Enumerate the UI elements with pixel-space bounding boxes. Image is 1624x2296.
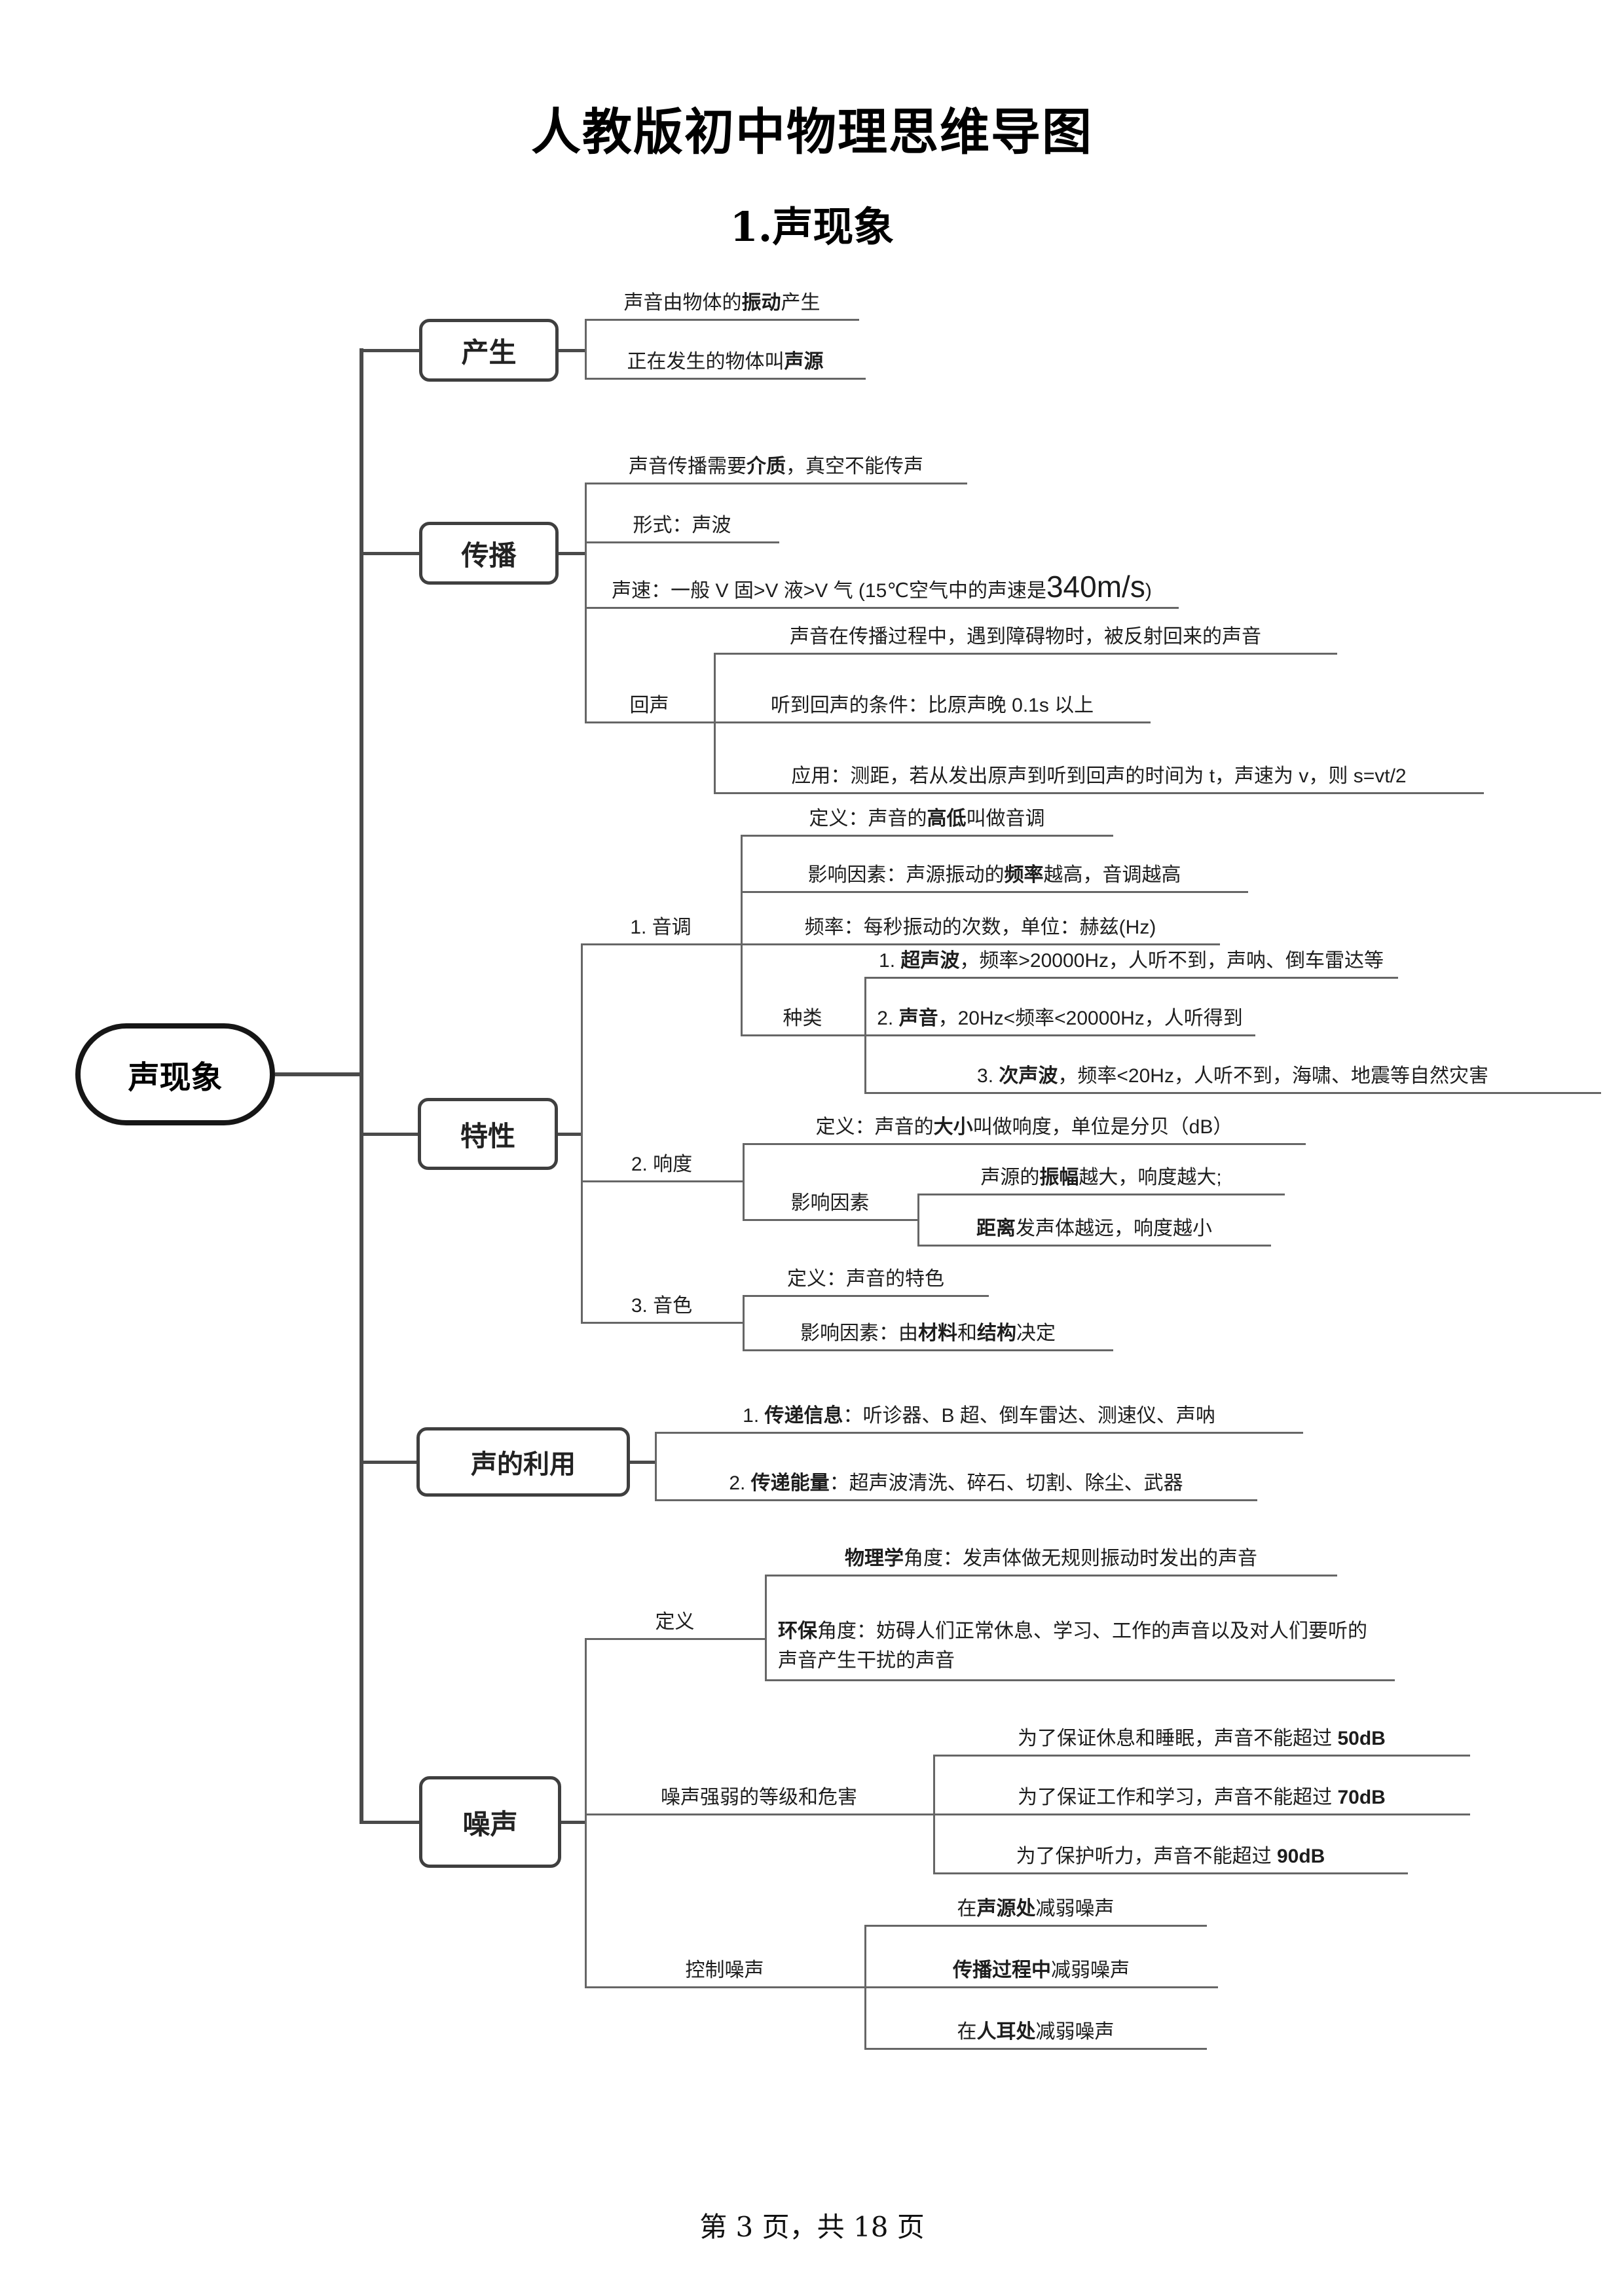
topic-timbre-definition: 定义：声音的特色 [743,1263,989,1297]
topic-90db: 为了保护听力，声音不能超过 90dB [933,1840,1408,1874]
bracket-line [743,1145,745,1221]
spine-line [360,348,363,1824]
bracket-line [933,1757,935,1874]
topic-echo-application: 应用：测距，若从发出原声到听到回声的时间为 t，声速为 v，则 s=vt/2 [714,760,1484,794]
topic-sound-source: 正在发生的物体叫声源 [585,346,866,380]
topic-pitch-definition: 定义：声音的高低叫做音调 [741,803,1113,837]
connector-line [361,1461,416,1464]
topic-infrasound: 3. 次声波，频率<20Hz，人听不到，海啸、地震等自然灾害 [864,1060,1601,1094]
topic-energy-transfer: 2. 传递能量：超声波清洗、碎石、切割、除尘、武器 [655,1467,1257,1501]
bracket-line [765,1576,767,1681]
topic-vibration: 声音由物体的振动产生 [585,287,859,321]
topic-noise-physics: 物理学角度：发声体做无规则振动时发出的声音 [765,1542,1337,1576]
topic-70db: 为了保证工作和学习，声音不能超过 70dB [933,1781,1470,1815]
page-footer: 第 3 页，共 18 页 [699,2211,925,2243]
bracket-line [864,979,866,1094]
topic-loudness-definition: 定义：声音的大小叫做响度，单位是分贝（dB） [743,1111,1306,1145]
label-loudness: 2. 响度 [581,1148,743,1182]
topic-frequency: 频率：每秒振动的次数，单位：赫兹(Hz) [741,911,1220,945]
label-echo: 回声 [585,689,714,723]
label-noise-control: 控制噪声 [585,1954,864,1988]
page-subtitle: 1.声现象 [729,203,895,251]
topic-info-transfer: 1. 传递信息：听诊器、B 超、倒车雷达、测速仪、声呐 [655,1400,1303,1434]
label-loudness-factors: 影响因素 [743,1187,917,1221]
topic-amplitude: 声源的振幅越大，响度越大; [917,1161,1285,1195]
branch-box-characteristics: 特性 [418,1098,558,1170]
topic-noise-environment: 环保角度：妨碍人们正常休息、学习、工作的声音以及对人们要听的声音产生干扰的声音 [765,1604,1395,1681]
stub-line [561,1821,585,1824]
topic-ultrasound: 1. 超声波，频率>20000Hz，人听不到，声呐、倒车雷达等 [864,945,1398,979]
bracket-line [741,837,743,1036]
label-timbre: 3. 音色 [581,1290,743,1324]
topic-wave-form: 形式：声波 [585,509,779,543]
topic-echo-condition: 听到回声的条件：比原声晚 0.1s 以上 [714,689,1151,723]
branch-box-propagation: 传播 [419,522,559,585]
root-node: 声现象 [75,1023,275,1125]
topic-50db: 为了保证休息和睡眠，声音不能超过 50dB [933,1722,1470,1757]
topic-timbre-factor: 影响因素：由材料和结构决定 [743,1317,1113,1351]
stub-line [559,349,585,352]
branch-box-noise: 噪声 [419,1776,561,1868]
page-title: 人教版初中物理思维导图 [531,103,1093,161]
stub-line [559,552,585,555]
connector-line [361,349,419,352]
bracket-line [917,1195,919,1247]
topic-distance: 距离发声体越远，响度越小 [917,1212,1271,1247]
bracket-line [743,1297,745,1351]
bracket-line [585,484,587,723]
topic-control-at-ear: 在人耳处减弱噪声 [864,2016,1207,2050]
root-connector-line [275,1072,361,1076]
connector-line [361,1821,419,1824]
bracket-line [585,321,587,380]
stub-line [630,1461,655,1464]
connector-line [361,552,419,555]
branch-box-production: 产生 [419,319,559,382]
bracket-line [864,1927,866,2050]
topic-medium: 声音传播需要介质，真空不能传声 [585,450,967,484]
label-wave-types: 种类 [741,1002,864,1036]
bracket-line [655,1434,657,1501]
stub-line [558,1133,581,1136]
topic-echo-definition: 声音在传播过程中，遇到障碍物时，被反射回来的声音 [714,621,1337,655]
topic-audible-sound: 2. 声音，20Hz<频率<20000Hz，人听得到 [864,1002,1255,1036]
topic-pitch-factor: 影响因素：声源振动的频率越高，音调越高 [741,859,1248,893]
label-noise-levels: 噪声强弱的等级和危害 [585,1781,933,1815]
label-noise-definition: 定义 [585,1606,765,1640]
branch-box-sound-usage: 声的利用 [416,1427,630,1497]
topic-control-in-propagation: 传播过程中减弱噪声 [864,1954,1218,1988]
topic-sound-speed: 声速：一般 V 固>V 液>V 气 (15℃空气中的声速是340m/s) [585,563,1179,609]
label-pitch: 1. 音调 [581,911,741,945]
topic-control-at-source: 在声源处减弱噪声 [864,1893,1207,1927]
connector-line [361,1133,418,1136]
bracket-line [714,655,716,794]
bracket-line [581,945,583,1324]
